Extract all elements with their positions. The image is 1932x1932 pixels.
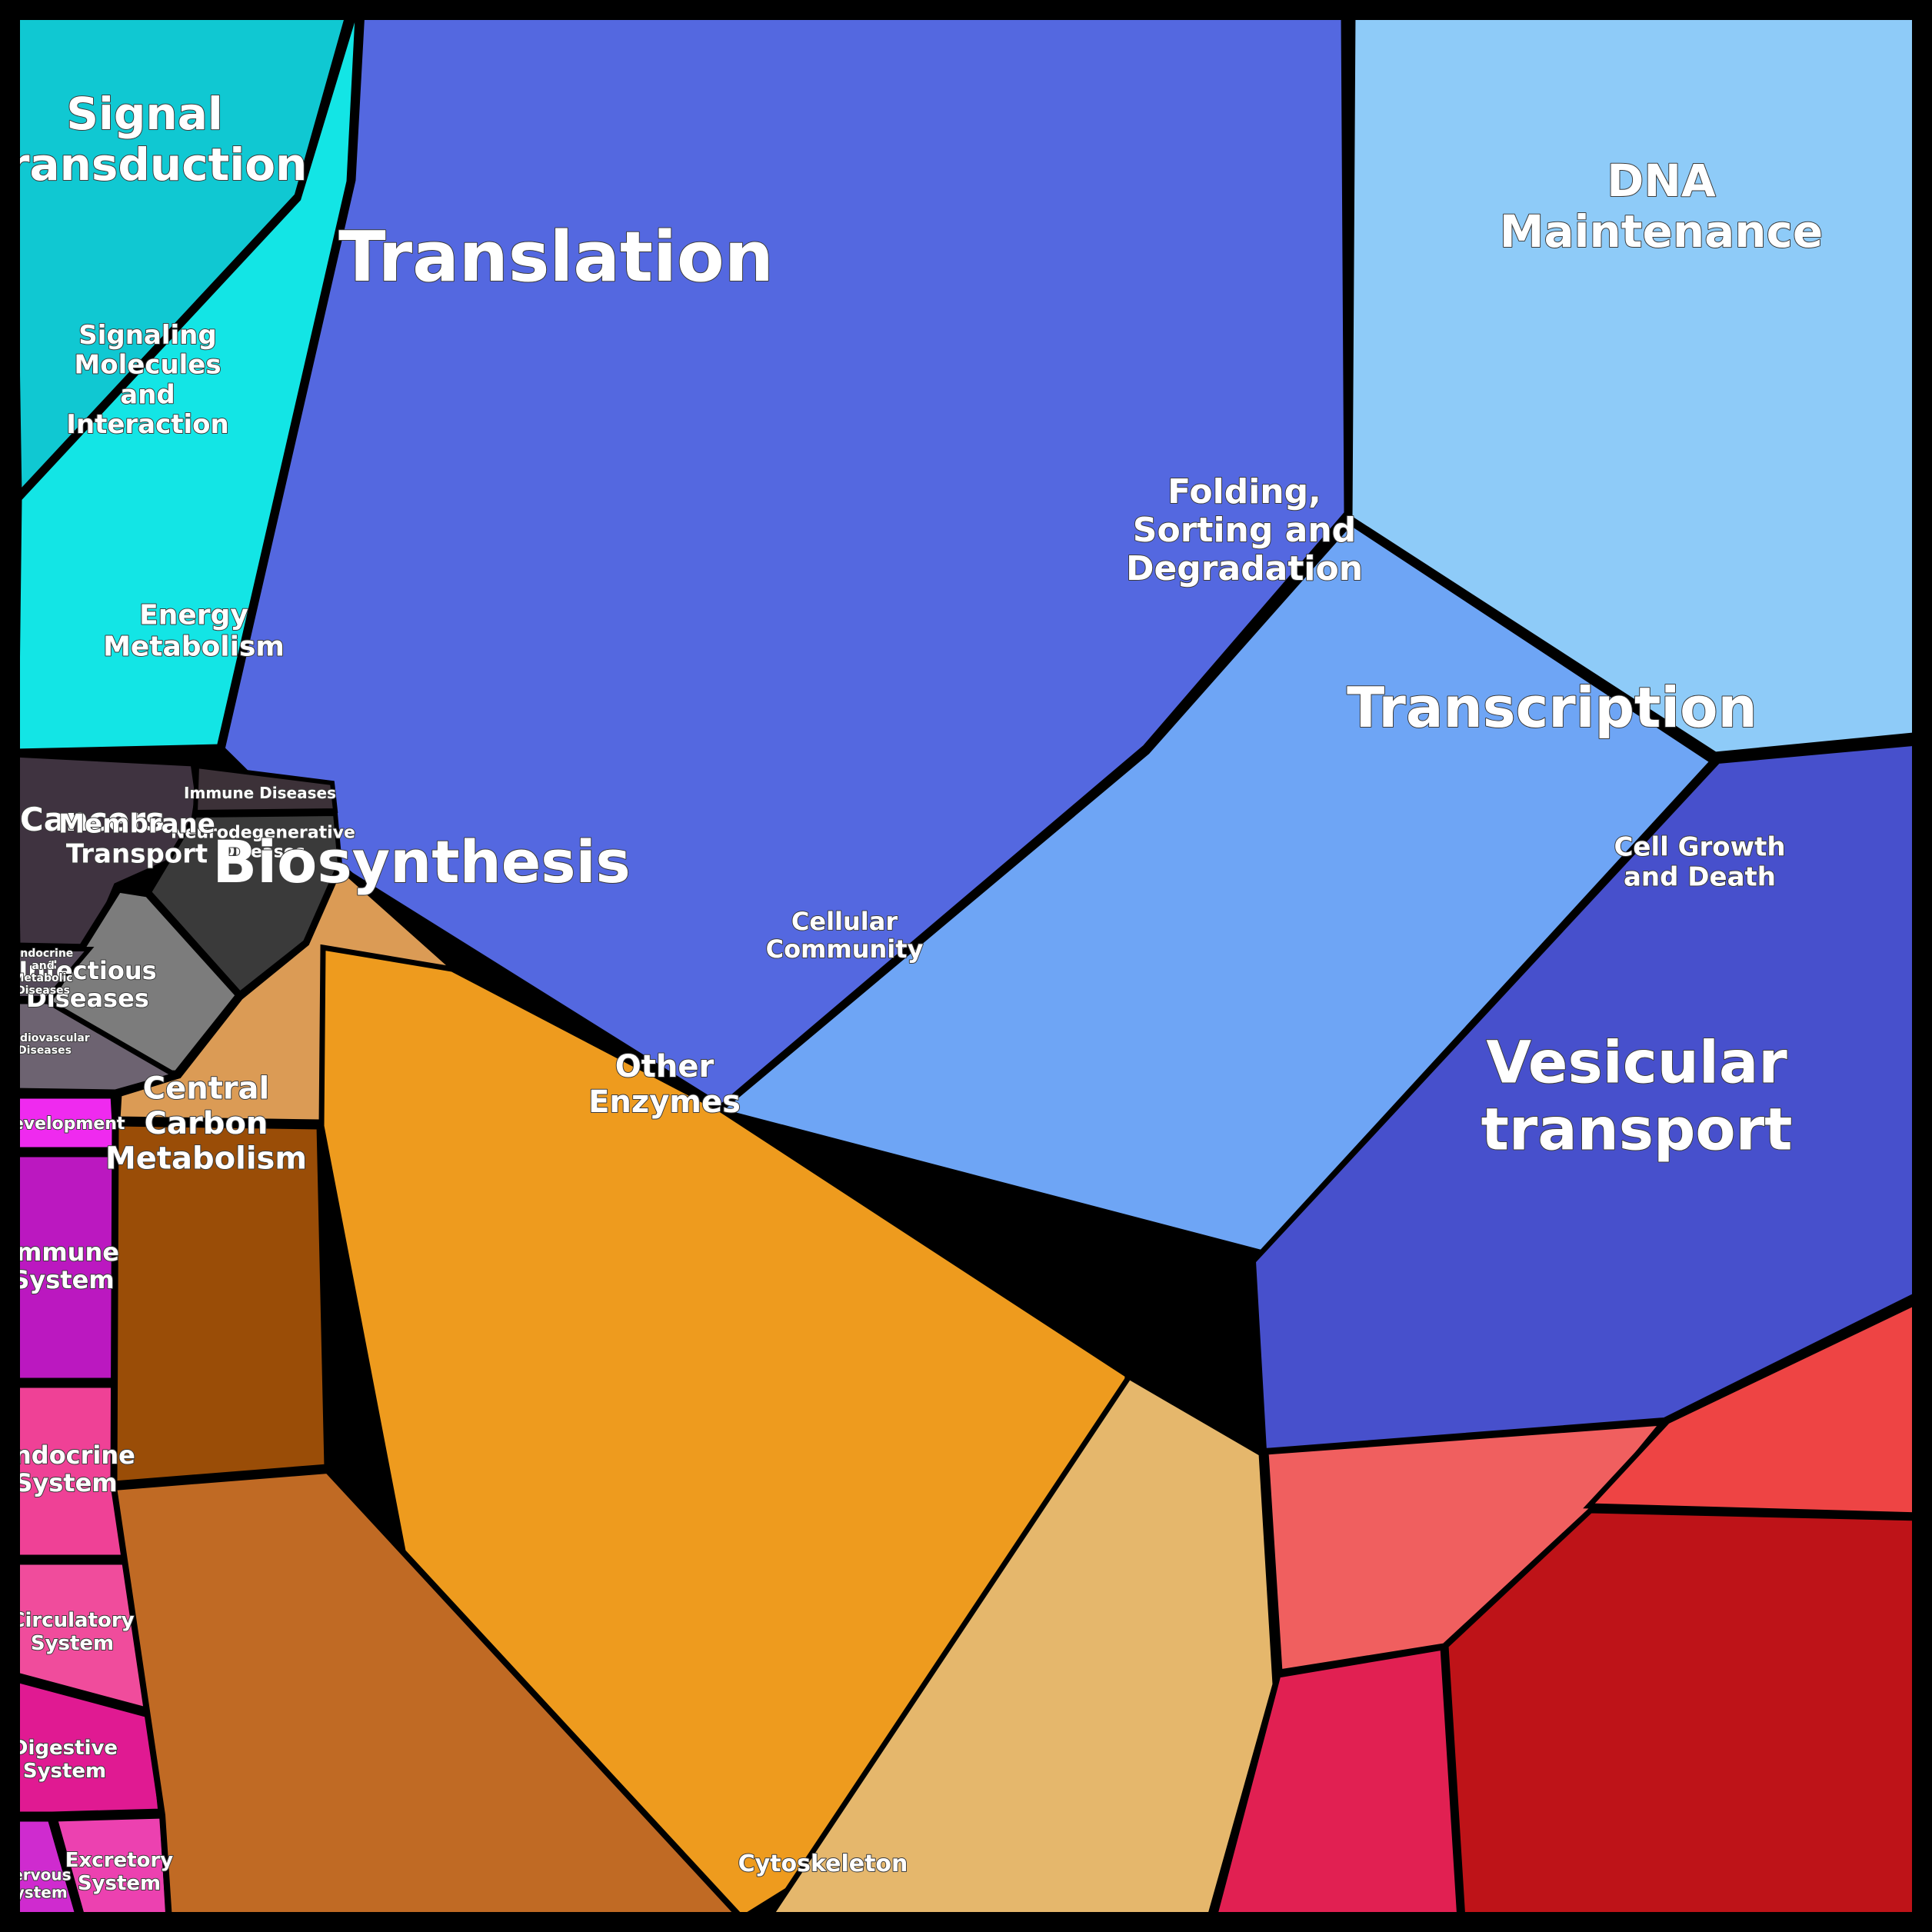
cell-label-line: System — [23, 1759, 106, 1782]
cell-label-line: Metabolic — [13, 972, 72, 984]
cell-label-line: Diseases — [18, 1044, 72, 1057]
cell-label-line: Endocrine — [13, 948, 74, 960]
cell-label-line: Biosynthesis — [212, 828, 631, 896]
cell-label-line: Diseases — [16, 984, 70, 997]
cell-label-line: Carbon — [145, 1106, 268, 1141]
cell-label-translation: Translation — [338, 217, 774, 298]
cell-label-line: Diseases — [26, 984, 149, 1013]
cell-label-line: Diseases — [221, 843, 305, 862]
treemap-cell-folding-sorting-degradation[interactable] — [715, 520, 1716, 1255]
cell-label-line: Cancers — [20, 801, 165, 838]
cell-label-line: Cellular — [791, 907, 898, 936]
cell-label-line: Translation — [338, 217, 774, 298]
cell-label-line: Folding, — [1168, 472, 1321, 511]
cell-label-line: Immune Diseases — [184, 784, 336, 802]
cell-label-development: Development — [0, 1114, 125, 1134]
cell-label-line: and — [120, 379, 175, 410]
cells-layer — [7, 2, 1925, 1924]
cell-label-line: Cytoskeleton — [738, 1850, 908, 1877]
cell-label-line: Excretory — [65, 1849, 174, 1872]
cell-label-line: Transcription — [1347, 675, 1757, 740]
cell-label-line: Cell Growth — [1614, 831, 1785, 862]
cell-label-line: Molecules — [74, 349, 221, 380]
cell-label-line: Maintenance — [1500, 205, 1824, 258]
cell-label-line: Cardiovascular — [0, 1032, 90, 1044]
cell-label-line: transport — [1481, 1094, 1793, 1163]
cell-label-line: Sorting and — [1133, 511, 1356, 550]
cell-label-line: and — [32, 960, 54, 972]
cell-label-line: Other — [615, 1049, 715, 1084]
cell-label-line: Immune — [7, 1237, 119, 1267]
cell-label-line: Signaling — [78, 319, 216, 350]
treemap-cell-immune-diseases[interactable] — [192, 763, 338, 815]
cell-label-line: Neurodegenerative — [171, 823, 355, 842]
cell-label-line: Energy — [139, 599, 248, 631]
treemap-cell-membrane-transport[interactable] — [110, 1119, 331, 1488]
cell-label-line: Central — [143, 1071, 270, 1106]
cell-label-line: Digestive — [12, 1737, 118, 1760]
cell-label-line: Circulatory — [10, 1609, 134, 1632]
cell-label-line: System — [12, 1265, 114, 1294]
cell-label-immune-diseases: Immune Diseases — [184, 784, 336, 802]
cell-label-line: Signal — [66, 88, 222, 140]
cell-label-line: Membrane — [58, 808, 215, 839]
cell-label-line: System — [78, 1871, 161, 1894]
cell-label-line: Vesicular — [1486, 1028, 1787, 1097]
cell-label-line: Enzymes — [588, 1084, 741, 1120]
cell-label-line: Interaction — [66, 409, 229, 440]
cell-label-line: Community — [766, 934, 924, 964]
cell-label-cytoskeleton: Cytoskeleton — [738, 1850, 908, 1877]
cell-label-line: Development — [0, 1114, 125, 1134]
cell-label-line: System — [31, 1631, 114, 1654]
cell-label-line: Transduction — [0, 138, 307, 191]
cell-label-biosynthesis: Biosynthesis — [212, 828, 631, 896]
cell-label-line: and Death — [1624, 861, 1776, 892]
cell-label-line: System — [15, 1468, 117, 1497]
cell-label-cancers: Cancers — [20, 801, 165, 838]
cell-label-line: Metabolism — [103, 631, 285, 663]
cell-label-line: Transport — [66, 838, 208, 869]
cell-label-line: Endocrine — [0, 1441, 135, 1470]
cell-label-line: Infectious — [18, 956, 156, 985]
cell-label-line: Degradation — [1126, 549, 1363, 588]
cell-label-line: DNA — [1607, 155, 1716, 207]
cell-label-line: Metabolism — [105, 1141, 307, 1177]
cell-label-transcription: Transcription — [1347, 675, 1757, 740]
